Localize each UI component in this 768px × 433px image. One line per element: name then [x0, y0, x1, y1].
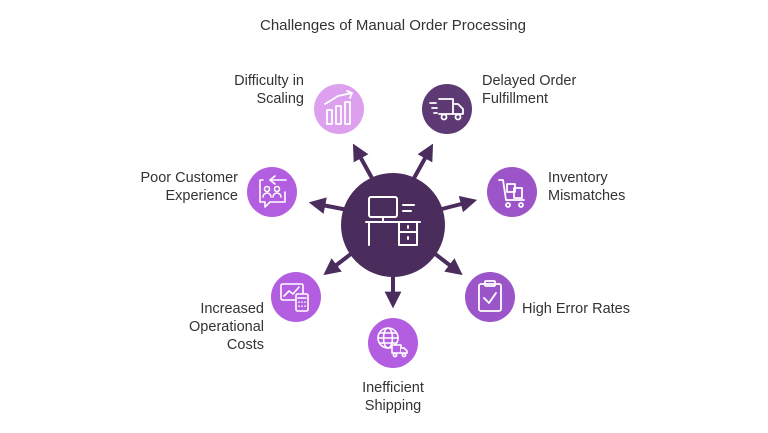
node-delayed [422, 84, 472, 134]
node-inventory [487, 167, 537, 217]
arrow-to-scaling [352, 143, 375, 181]
central-hub [341, 173, 445, 277]
node-experience [247, 167, 297, 217]
node-costs [271, 272, 321, 322]
node-shipping [368, 318, 418, 368]
fast-delivery-truck-icon [429, 98, 464, 121]
office-desk-icon [365, 196, 421, 246]
clipboard-check-icon [478, 280, 502, 312]
label-inventory: Inventory Mismatches [548, 170, 626, 204]
globe-truck-icon [377, 327, 408, 358]
growth-chart-icon [324, 90, 353, 125]
label-scaling: Difficulty in Scaling [234, 73, 304, 107]
arrow-to-inventory [437, 195, 478, 213]
chart-calculator-icon [280, 283, 309, 312]
shopping-cart-boxes-icon [498, 179, 525, 208]
arrow-to-experience [308, 197, 349, 214]
label-costs: Increased Operational Costs [189, 301, 264, 353]
arrow-to-delayed [411, 143, 434, 181]
node-errors [465, 272, 515, 322]
label-errors: High Error Rates [522, 301, 630, 317]
label-experience: Poor Customer Experience [140, 170, 238, 204]
hub-arrows [308, 143, 478, 309]
node-scaling [314, 84, 364, 134]
label-delayed: Delayed Order Fulfillment [482, 73, 577, 107]
customer-chat-icon [259, 175, 287, 208]
diagram-title: Challenges of Manual Order Processing [260, 17, 526, 34]
label-shipping: Inefficient Shipping [362, 380, 424, 414]
